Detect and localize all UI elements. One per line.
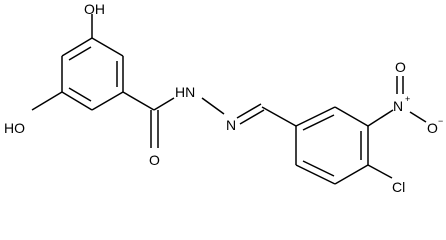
bond-ch-ring xyxy=(261,106,297,127)
bond-imine-double-1 xyxy=(236,103,262,119)
double-bond-inner xyxy=(302,160,335,177)
bond xyxy=(91,91,124,111)
bond-ring-carbonyl xyxy=(122,91,155,111)
bond-c-oh-left xyxy=(31,91,63,111)
bond xyxy=(295,106,336,127)
bond-imine-double-2 xyxy=(239,109,265,125)
hydroxyl-top-label: OH xyxy=(84,1,105,17)
nitro-nitrogen-charge: + xyxy=(405,94,410,104)
nitro-nitrogen-label: N xyxy=(393,98,403,114)
double-bond-inner xyxy=(302,114,335,131)
dihydroxyphenyl-ring xyxy=(61,37,124,111)
chlorine-label: Cl xyxy=(392,179,405,195)
hydroxyl-left-label: HO xyxy=(4,120,25,136)
bond xyxy=(61,91,93,111)
bond-ring-cl xyxy=(367,164,393,179)
bond xyxy=(295,164,336,185)
nitro-oxygen-top-label: O xyxy=(395,59,406,75)
double-bond-inner xyxy=(68,46,92,61)
double-bond-inner xyxy=(68,87,92,102)
bond xyxy=(91,37,124,57)
bond xyxy=(334,106,369,127)
molecule-structure: OH HO O HN N N + O O − Cl xyxy=(4,1,443,195)
bond-carbonyl-nh xyxy=(153,97,175,111)
imine-nitrogen-label: N xyxy=(226,117,236,133)
bond xyxy=(334,164,369,185)
chloronitrophenyl-ring xyxy=(295,106,369,185)
bond-nitro-o-right xyxy=(409,111,427,123)
carbonyl-oxygen-label: O xyxy=(149,152,160,168)
bond-n-n xyxy=(201,97,225,115)
nitro-oxygen-right-label: O xyxy=(427,120,438,136)
nitro-oxygen-charge: − xyxy=(438,116,443,126)
bond-ring-nitro xyxy=(367,109,394,127)
amide-nh-label: HN xyxy=(175,84,195,100)
bond xyxy=(61,37,93,57)
